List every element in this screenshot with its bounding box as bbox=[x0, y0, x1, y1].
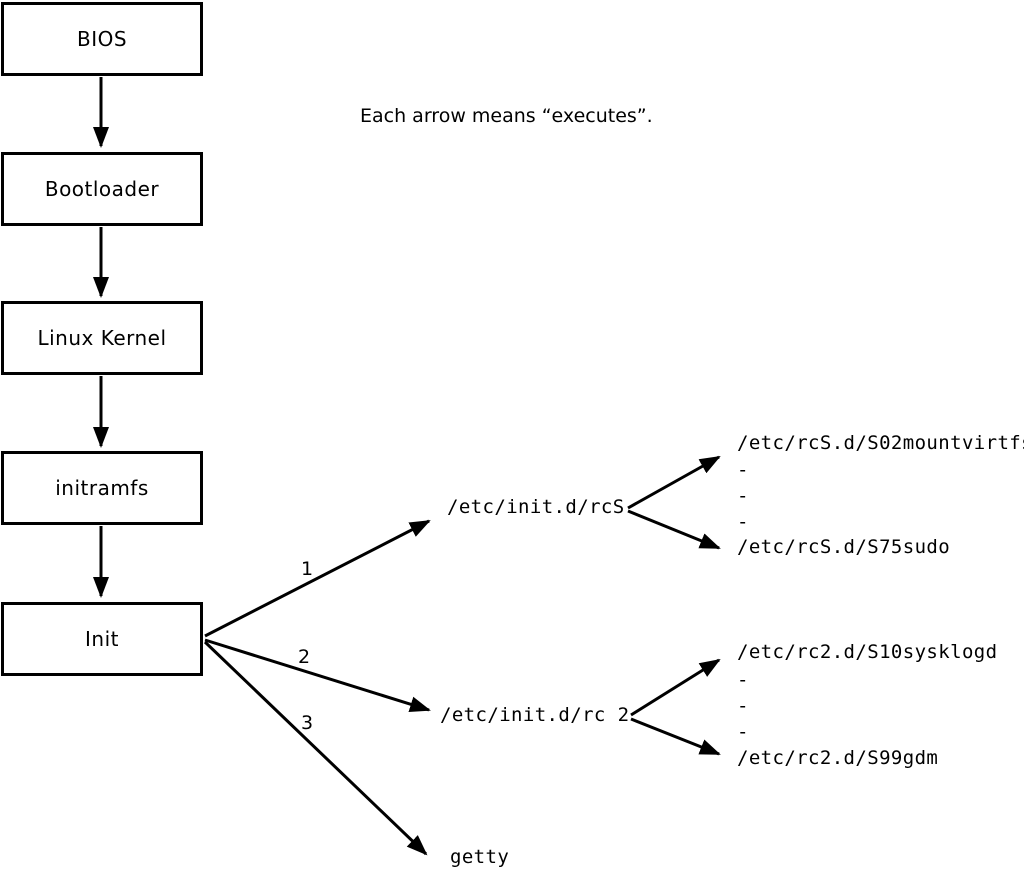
path-rc2-d-S99gdm: /etc/rc2.d/S99gdm bbox=[737, 747, 939, 769]
path-rcS-d-S02mountvirtfs: /etc/rcS.d/S02mountvirtfs bbox=[737, 432, 1024, 454]
arrow-rc2-to-S99gdm bbox=[630, 717, 721, 756]
node-initramfs-label: initramfs bbox=[55, 476, 149, 500]
rc2-ellipsis-dash-2: - bbox=[737, 695, 749, 717]
node-linux-kernel-label: Linux Kernel bbox=[37, 326, 167, 350]
path-getty: getty bbox=[450, 846, 510, 868]
path-etc-init-d-rcS: /etc/init.d/rcS bbox=[447, 496, 625, 518]
rc2-ellipsis-dash-3: - bbox=[737, 721, 749, 743]
path-etc-init-d-rc2: /etc/init.d/rc 2 bbox=[440, 704, 630, 726]
arrow-init-to-rc2 bbox=[204, 638, 431, 712]
arrow-rc2-to-S10sysklogd bbox=[630, 658, 721, 717]
edge-label-1: 1 bbox=[301, 558, 314, 580]
arrow-init-to-getty bbox=[203, 640, 428, 856]
path-rcS-d-S75sudo: /etc/rcS.d/S75sudo bbox=[737, 536, 951, 558]
arrow-init-to-rcS bbox=[204, 519, 431, 638]
node-bootloader-label: Bootloader bbox=[44, 177, 160, 201]
node-init-label: Init bbox=[85, 627, 119, 651]
edge-label-2: 2 bbox=[298, 646, 311, 668]
rc2-ellipsis-dash-1: - bbox=[737, 669, 749, 691]
arrow-rcS-to-S75sudo bbox=[627, 509, 721, 550]
rcS-ellipsis-dash-1: - bbox=[737, 459, 749, 481]
node-initramfs: initramfs bbox=[1, 451, 203, 525]
node-linux-kernel: Linux Kernel bbox=[1, 301, 203, 375]
node-bios-label: BIOS bbox=[76, 27, 128, 51]
node-bootloader: Bootloader bbox=[1, 152, 203, 226]
rcS-ellipsis-dash-2: - bbox=[737, 485, 749, 507]
arrow-rcS-to-S02mountvirtfs bbox=[627, 455, 721, 510]
node-bios: BIOS bbox=[1, 2, 203, 76]
legend-note: Each arrow means “executes”. bbox=[360, 105, 653, 127]
rcS-ellipsis-dash-3: - bbox=[737, 511, 749, 533]
node-init: Init bbox=[1, 602, 203, 676]
edge-label-3: 3 bbox=[301, 712, 314, 734]
path-rc2-d-S10sysklogd: /etc/rc2.d/S10sysklogd bbox=[737, 641, 998, 663]
